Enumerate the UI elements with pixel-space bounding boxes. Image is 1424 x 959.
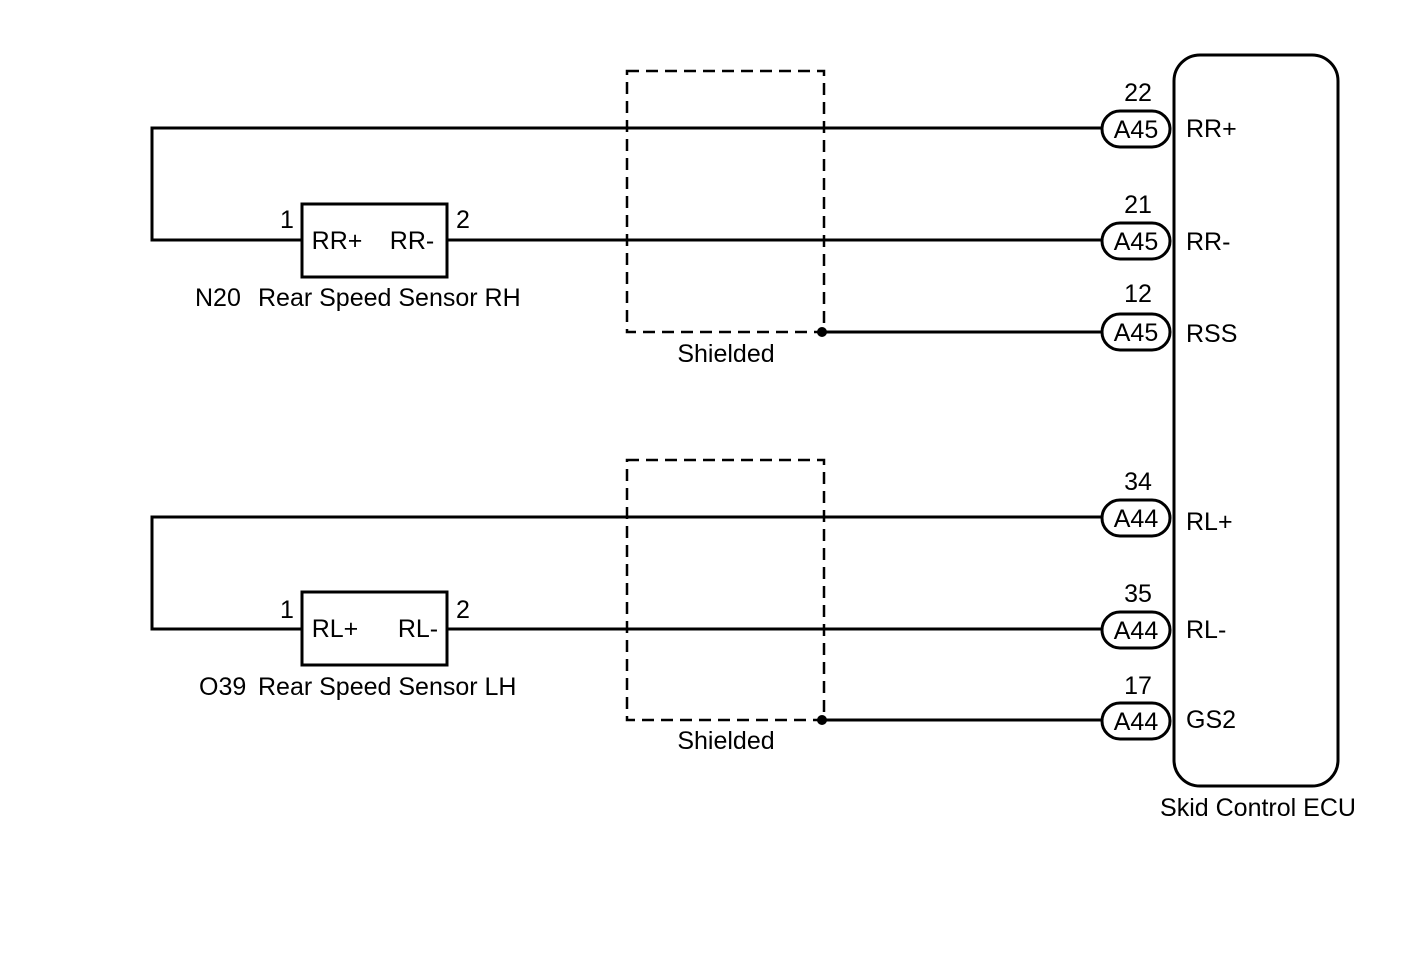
sensor-pin-2: 2 <box>456 596 470 624</box>
sensor-terminal-plus: RR+ <box>312 227 363 255</box>
connector-code: A45 <box>1114 319 1158 347</box>
ecu-body <box>1172 53 1340 788</box>
pin-signal: RSS <box>1186 320 1237 348</box>
sensor-box <box>300 202 449 279</box>
pin-signal: RR+ <box>1186 115 1237 143</box>
ecu-label: Skid Control ECU <box>1160 794 1356 822</box>
connector-code: A45 <box>1114 116 1158 144</box>
pin-number: 12 <box>1124 280 1152 308</box>
sensor-terminal-minus: RL- <box>398 615 438 643</box>
pin-signal: GS2 <box>1186 706 1236 734</box>
sensor-terminal-plus: RL+ <box>312 615 359 643</box>
connector-code: A45 <box>1114 228 1158 256</box>
sensor-terminal-minus: RR- <box>390 227 434 255</box>
shield-box <box>625 458 826 722</box>
shield-label: Shielded <box>677 727 774 755</box>
connector-capsule <box>1100 109 1172 149</box>
sensor-lh-group: Shielded RL+ RL- 1 2 O39 Rear Speed Sens… <box>150 458 1236 755</box>
connector-capsule <box>1100 498 1172 538</box>
sensor-name: Rear Speed Sensor RH <box>258 284 521 312</box>
connector-code: A44 <box>1114 617 1159 645</box>
sensor-pin-2: 2 <box>456 206 470 234</box>
sensor-pin-1: 1 <box>280 596 294 624</box>
pin-signal: RL- <box>1186 616 1226 644</box>
pin-number: 34 <box>1124 468 1152 496</box>
sensor-name: Rear Speed Sensor LH <box>258 673 516 701</box>
sensor-box <box>300 590 449 667</box>
shield-label: Shielded <box>677 340 774 368</box>
connector-capsule <box>1100 221 1172 261</box>
sensor-code: O39 <box>199 673 246 701</box>
connector-capsule <box>1100 610 1172 650</box>
pin-number: 22 <box>1124 79 1152 107</box>
connector-capsule <box>1100 701 1172 741</box>
pin-signal: RL+ <box>1186 508 1233 536</box>
sensor-rh-group: Shielded RR+ RR- 1 2 N20 Rear Speed Sens… <box>150 69 1237 368</box>
sensor-code: N20 <box>195 284 241 312</box>
connector-code: A44 <box>1114 505 1159 533</box>
sensor-pin-1: 1 <box>280 206 294 234</box>
connector-capsule <box>1100 312 1172 352</box>
pin-signal: RR- <box>1186 228 1230 256</box>
pin-number: 21 <box>1124 191 1152 219</box>
connector-code: A44 <box>1114 708 1159 736</box>
shield-box <box>625 69 826 334</box>
pin-number: 17 <box>1124 672 1152 700</box>
pin-number: 35 <box>1124 580 1152 608</box>
